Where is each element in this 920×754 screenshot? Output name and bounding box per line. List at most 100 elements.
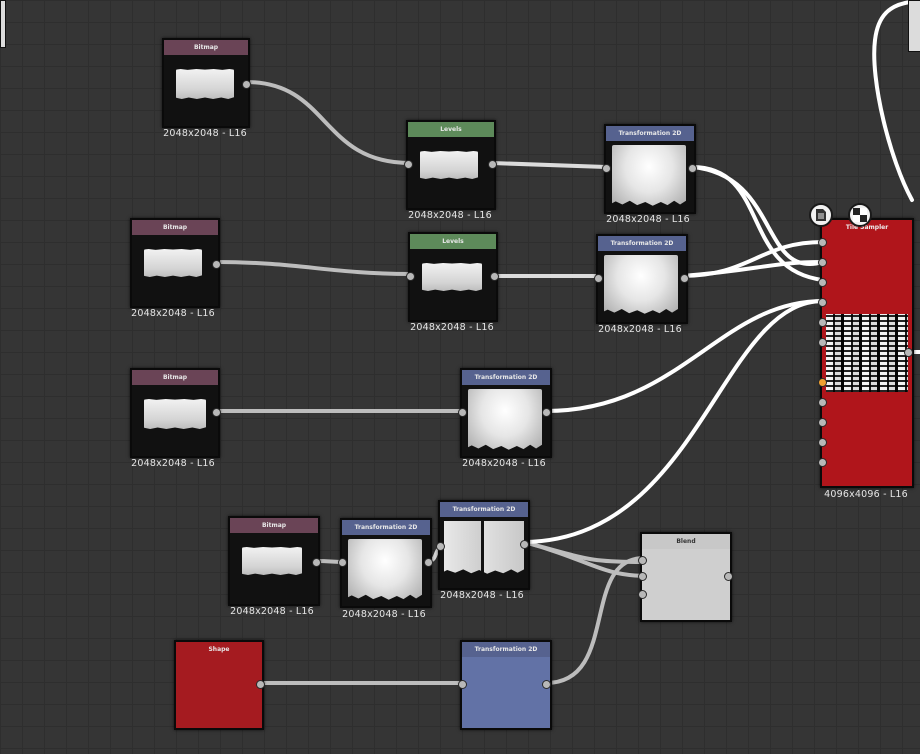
transformation-node-3[interactable]: Transformation 2D [458,368,552,458]
input-port-1[interactable] [818,238,827,247]
node-thumbnail [422,263,482,291]
tile-sampler-node[interactable]: Tile Sampler [818,218,914,488]
bitmap-node-4[interactable]: Bitmap [228,516,321,606]
input-port-11[interactable] [818,458,827,467]
wire-transform1-tile [690,165,825,282]
output-port[interactable] [724,572,733,581]
wire-transform1-tile-b [690,165,825,266]
input-port-3[interactable] [818,278,827,287]
output-port[interactable] [542,680,551,689]
input-port[interactable] [594,274,603,283]
offscreen-node-fragment-topright [908,0,920,52]
blend-node[interactable]: Blend [638,532,733,622]
output-port[interactable] [490,272,499,281]
input-port[interactable] [458,408,467,417]
output-port[interactable] [212,260,221,269]
node-header: Blend [642,534,730,549]
checkerboard-icon[interactable] [848,203,872,227]
transformation-node-4[interactable]: Transformation 2D [338,518,433,608]
input-port[interactable] [602,164,611,173]
input-port[interactable] [436,542,445,551]
wire-transform2-tile [680,240,825,278]
bitmap-node-2[interactable]: Bitmap [130,218,221,308]
node-resolution-caption: 2048x2048 - L16 [408,210,492,221]
document-icon[interactable] [809,203,833,227]
node-thumbnail [420,151,478,179]
node-resolution-caption: 2048x2048 - L16 [342,609,426,620]
transformation-node-5[interactable]: Transformation 2D [436,500,530,590]
transformation-node-1[interactable]: Transformation 2D [602,124,697,214]
node-header: Transformation 2D [462,642,550,657]
node-thumbnail [612,145,686,206]
node-thumbnail [144,249,202,277]
input-port-background[interactable] [638,572,647,581]
output-port[interactable] [542,408,551,417]
output-port[interactable] [688,164,697,173]
node-resolution-caption: 2048x2048 - L16 [131,308,215,319]
bitmap-node-3[interactable]: Bitmap [130,368,221,458]
node-header: Transformation 2D [342,520,430,535]
input-port-opacity[interactable] [638,590,647,599]
output-port[interactable] [242,80,251,89]
node-resolution-caption: 2048x2048 - L16 [462,458,546,469]
wire-transform5-blend-2 [522,540,646,578]
levels-node-1[interactable]: Levels [404,120,497,210]
levels-node-2[interactable]: Levels [406,232,499,322]
node-header: Bitmap [132,220,218,235]
node-resolution-caption: 4096x4096 - L16 [824,489,908,500]
node-resolution-caption: 2048x2048 - L16 [230,606,314,617]
input-port[interactable] [338,558,347,567]
node-header: Transformation 2D [598,236,686,251]
node-resolution-caption: 2048x2048 - L16 [131,458,215,469]
node-resolution-caption: 2048x2048 - L16 [410,322,494,333]
input-port-9[interactable] [818,418,827,427]
node-resolution-caption: 2048x2048 - L16 [440,590,524,601]
input-port[interactable] [406,272,415,281]
node-thumbnail [826,314,908,392]
input-port-8[interactable] [818,398,827,407]
node-thumbnail [444,521,524,574]
node-thumbnail [468,389,542,450]
node-header: Levels [410,234,496,249]
transformation-node-blue[interactable]: Transformation 2D [458,640,552,730]
input-port-7[interactable] [818,378,827,387]
wire-bitmap2-levels2 [214,260,414,276]
input-port-2[interactable] [818,258,827,267]
shape-node[interactable]: Shape [174,640,265,730]
output-port[interactable] [488,160,497,169]
output-port[interactable] [904,348,913,357]
node-header: Levels [408,122,494,137]
wire-bitmap1-levels1 [244,80,412,165]
input-port-10[interactable] [818,438,827,447]
wire-levels1-transform1 [490,161,608,169]
input-port-5[interactable] [818,318,827,327]
output-port[interactable] [680,274,689,283]
input-port-4[interactable] [818,298,827,307]
offscreen-node-fragment-topleft [0,0,6,48]
input-port[interactable] [404,160,413,169]
node-header: Bitmap [164,40,248,55]
bitmap-node-1[interactable]: Bitmap [162,38,251,128]
node-resolution-caption: 2048x2048 - L16 [163,128,247,139]
input-port[interactable] [458,680,467,689]
node-thumbnail [348,539,422,600]
node-header: Bitmap [230,518,318,533]
output-port[interactable] [212,408,221,417]
node-header: Transformation 2D [462,370,550,385]
node-thumbnail [242,547,302,575]
output-port[interactable] [312,558,321,567]
node-thumbnail [604,255,678,314]
wire-blue-blend [544,556,646,685]
wire-transform5-blend [522,540,646,564]
node-header: Tile Sampler [822,220,912,235]
node-resolution-caption: 2048x2048 - L16 [598,324,682,335]
transformation-node-2[interactable]: Transformation 2D [594,234,689,324]
input-port-foreground[interactable] [638,556,647,565]
wire-transform5-tile [522,299,825,544]
input-port-6[interactable] [818,338,827,347]
wire-transform2-tile-b [680,260,825,278]
output-port[interactable] [424,558,433,567]
output-port[interactable] [256,680,265,689]
output-port[interactable] [520,540,529,549]
node-header: Transformation 2D [440,502,528,517]
